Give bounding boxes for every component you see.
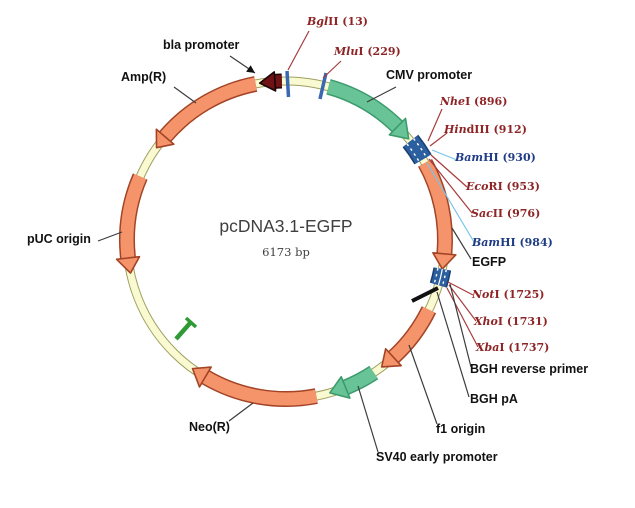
site-name-italic: Xba	[476, 341, 500, 354]
site-label-mlui: MluI (229)	[334, 45, 401, 58]
egfp-label: EGFP	[472, 255, 507, 269]
bgh-reverse-primer-label: BGH reverse primer	[470, 362, 589, 376]
plasmid-size: 6173 bp	[262, 245, 310, 259]
neo-r-leader	[228, 402, 254, 422]
site-name-italic: Xho	[474, 315, 498, 328]
sv40-pa-tick	[174, 320, 193, 341]
xhoi-leader	[448, 284, 477, 322]
site-name-italic: Nhe	[440, 95, 466, 108]
sv40-early-promoter-arrowhead	[329, 375, 351, 399]
site-name-italic: Eco	[466, 180, 489, 193]
bglii-leader	[287, 30, 310, 71]
site-label-xbai: XbaI (1737)	[476, 341, 550, 354]
site-label-nhei: NheI (896)	[440, 95, 508, 108]
hindiii-leader	[429, 132, 448, 147]
mcs-block-1-hatch-outer	[413, 138, 428, 158]
site-name-suffix: HI (984)	[500, 236, 553, 249]
site-label-hindiii: HindIII (912)	[444, 123, 527, 136]
amp-r-arrowhead	[155, 128, 175, 149]
bgh-reverse-primer-leader	[449, 283, 472, 368]
egfp-leader	[451, 227, 472, 260]
amp-r-label: Amp(R)	[121, 70, 167, 84]
site-name-suffix: I (1725)	[494, 288, 545, 301]
puc-origin-arrowhead	[115, 255, 141, 274]
bamhi-930-leader	[431, 149, 458, 161]
cmv-promoter-leader	[366, 86, 397, 103]
site-label-xhoi: XhoI (1731)	[474, 315, 548, 328]
puc-origin-label: pUC origin	[27, 232, 91, 246]
site-name-italic: Bam	[455, 151, 484, 164]
site-name-suffix: II (13)	[328, 15, 369, 28]
site-name-suffix: I (1737)	[499, 341, 550, 354]
site-label-bamhi-984: BamHI (984)	[472, 236, 553, 249]
amp-r-arc	[160, 77, 257, 142]
bla-promoter-arrowhead	[258, 71, 277, 92]
site-label-sacii: SacII (976)	[471, 207, 541, 220]
neo-r-arc	[202, 371, 318, 406]
site-name-suffix: dIII (912)	[466, 123, 527, 136]
egfp-arrowhead	[432, 252, 457, 270]
site-name-italic: Bam	[472, 236, 501, 249]
bamhi-984-leader	[426, 162, 475, 243]
mcs-block-2-hatch-outer	[441, 269, 447, 287]
mcs-block-2-split-line	[437, 268, 443, 286]
amp-r-leader	[173, 86, 197, 104]
puc-origin-leader	[97, 231, 123, 242]
mcs-block-1-hatch-inner	[406, 143, 420, 162]
ecori-leader	[430, 154, 468, 188]
site-label-bamhi-930: BamHI (930)	[455, 151, 536, 164]
egfp-arc	[419, 159, 452, 255]
neo-r-arrowhead	[191, 366, 212, 388]
puc-origin-arc	[120, 174, 147, 259]
f1-origin-arc	[388, 306, 435, 363]
sv40-pa-tick-cap	[184, 316, 198, 329]
f1-origin-arrowhead	[380, 347, 402, 368]
site-name-suffix: HI (930)	[483, 151, 536, 164]
bgh-pa-tick	[411, 286, 439, 303]
bglii-site-tick	[285, 70, 291, 98]
nhei-leader	[427, 108, 443, 142]
sacii-leader	[428, 158, 473, 214]
site-name-suffix: I (1731)	[497, 315, 548, 328]
bla-promoter-label: bla promoter	[163, 38, 240, 52]
plasmid-title: pcDNA3.1-EGFP	[219, 216, 353, 236]
site-name-suffix: I (229)	[358, 45, 401, 58]
f1-origin-leader	[408, 344, 438, 425]
mlui-leader	[322, 60, 342, 79]
site-name-italic: Sac	[471, 207, 493, 220]
cmv-promoter-arrowhead	[388, 117, 410, 140]
cmv-promoter-arc	[326, 80, 402, 132]
site-label-ecori: EcoRI (953)	[466, 180, 540, 193]
site-name-italic: Hin	[444, 123, 467, 136]
site-label-noti: NotI (1725)	[472, 288, 545, 301]
bgh-pa-label: BGH pA	[470, 392, 518, 406]
mcs-block-2-hatch-inner	[433, 268, 439, 285]
mcs-block-1	[403, 135, 431, 164]
site-name-italic: Bgl	[307, 15, 329, 28]
sv40-early-promoter-leader	[357, 385, 379, 453]
bgh-pa-leader	[436, 291, 470, 398]
f1-origin-label: f1 origin	[436, 422, 486, 436]
site-name-suffix: RI (953)	[488, 180, 540, 193]
xbai-leader	[446, 287, 479, 348]
mlui-site-tick	[318, 72, 328, 100]
cmv-promoter-label: CMV promoter	[386, 68, 473, 82]
site-label-bglii: BglII (13)	[307, 15, 369, 28]
noti-leader	[447, 281, 474, 296]
site-name-italic: Not	[472, 288, 495, 301]
site-name-suffix: I (896)	[465, 95, 508, 108]
site-name-suffix: II (976)	[492, 207, 541, 220]
neo-r-label: Neo(R)	[189, 420, 230, 434]
sv40-early-promoter-label: SV40 early promoter	[376, 450, 498, 464]
bla-promoter-leader-arrowhead	[246, 65, 255, 73]
site-name-italic: Mlu	[334, 45, 359, 58]
